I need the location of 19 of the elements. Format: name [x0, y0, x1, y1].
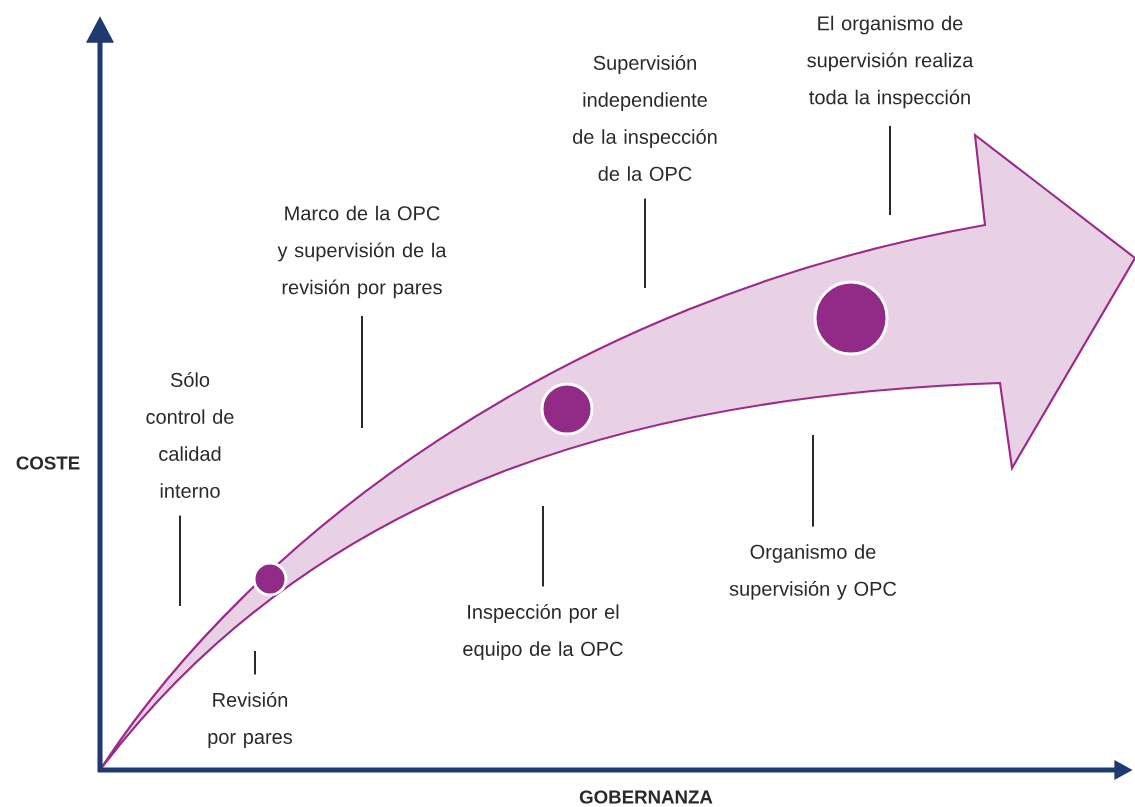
leader-line [812, 434, 814, 528]
stage-dot [813, 280, 889, 356]
axis-label: GOBERNANZA [579, 790, 713, 804]
stage-label: Revisión por pares [208, 692, 293, 748]
stage-dot [252, 561, 288, 597]
leader-line [254, 650, 256, 676]
stage-dot [540, 382, 594, 436]
leader-line [644, 197, 646, 289]
stage-label: Marco de la OPC y supervisión de la revisión por pares [277, 205, 447, 299]
leader-line [889, 124, 891, 216]
stage-label: Inspección por el equipo de la OPC [463, 604, 623, 660]
leader-line [361, 314, 363, 429]
leader-line [542, 505, 544, 588]
stage-label: El organismo de supervisión realiza toda la inspección [807, 15, 974, 109]
stage-label: Supervisión independiente de la inspección de la OPC [573, 55, 717, 181]
leader-line [179, 514, 181, 607]
axis-label: COSTE [16, 456, 80, 470]
stage-label: Organismo de supervisión y OPC [729, 544, 897, 600]
stage-label: Sólo control de calidad interno [146, 372, 234, 498]
